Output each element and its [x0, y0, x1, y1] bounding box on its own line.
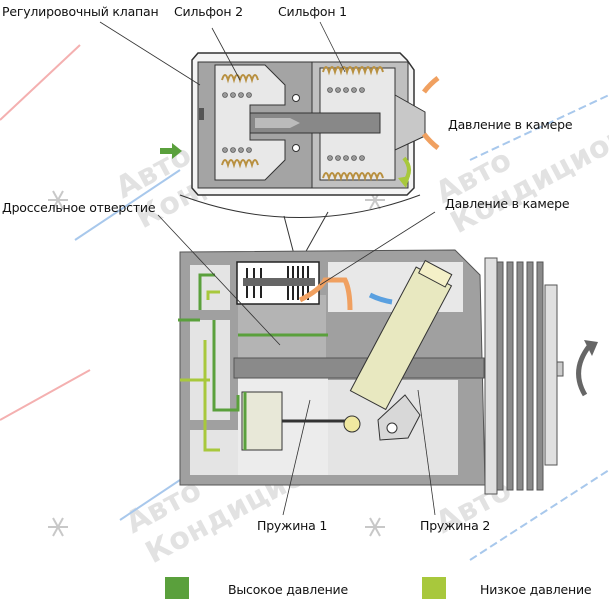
control-valve-detail: [191, 52, 426, 196]
suction-arrow: [368, 292, 393, 305]
chamber-pressure-label-top: Давление в камере: [448, 117, 573, 132]
chamber-pressure-arrow: [422, 76, 440, 94]
throttle-orifice-label: Дроссельное отверстие: [2, 200, 156, 215]
legend-swatch-low-pressure: [422, 577, 446, 599]
leader-lines: [99, 21, 436, 516]
high-pressure-arrow: [160, 143, 182, 159]
control-valve-label: Регулировочный клапан: [2, 4, 159, 19]
spring-2-label: Пружина 2: [420, 518, 491, 533]
callout-cone: [179, 194, 421, 218]
spring-1-label: Пружина 1: [257, 518, 328, 533]
snowflake-icon: [48, 190, 385, 537]
bellows-1-label: Сильфон 1: [278, 4, 347, 19]
chamber-pressure-arrow: [422, 132, 440, 150]
compressor-body: [178, 249, 564, 495]
bellows-2-label: Сильфон 2: [174, 4, 243, 19]
legend-swatch-high-pressure: [165, 577, 189, 599]
chamber-pressure-label-mid: Давление в камере: [445, 196, 570, 211]
legend-label-high-pressure: Высокое давление: [228, 582, 348, 597]
rotation-arrow-icon: [576, 343, 592, 397]
legend-label-low-pressure: Низкое давление: [480, 582, 592, 597]
